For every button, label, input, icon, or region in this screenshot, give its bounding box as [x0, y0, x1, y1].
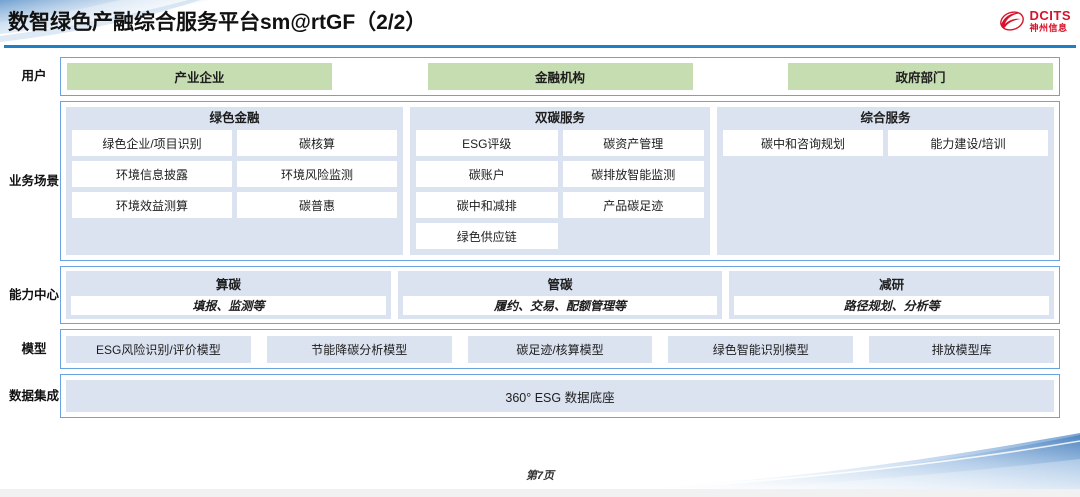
panel-items-green-finance: 绿色企业/项目识别 碳核算 环境信息披露 环境风险监测 环境效益测算 碳普惠: [72, 130, 397, 218]
scenario-cell[interactable]: 碳中和减排: [416, 192, 558, 218]
capability-subtitle: 履约、交易、配额管理等: [402, 296, 718, 315]
panel-title-dual-carbon-service: 双碳服务: [534, 111, 585, 125]
data-foundation-bar[interactable]: 360° ESG 数据底座: [66, 380, 1054, 412]
panel-items-dual-carbon-service: ESG评级 碳资产管理 碳账户 碳排放智能监测 碳中和减排 产品碳足迹 绿色供应…: [416, 130, 704, 249]
capability-subtitle: 路径规划、分析等: [734, 296, 1050, 315]
user-chip-industry[interactable]: 产业企业: [67, 63, 332, 90]
scenario-cell[interactable]: 碳中和咨询规划: [723, 130, 883, 156]
capability-panel-reduce-research[interactable]: 减研 路径规划、分析等: [729, 271, 1055, 319]
spacer: [340, 63, 420, 90]
panel-items-comprehensive-service: 碳中和咨询规划 能力建设/培训: [723, 130, 1048, 156]
row-body-users: 产业企业 金融机构 政府部门: [60, 57, 1060, 96]
bottom-strip: [0, 489, 1080, 497]
model-chip[interactable]: 节能降碳分析模型: [266, 335, 452, 363]
model-chip[interactable]: 碳足迹/核算模型: [467, 335, 653, 363]
scenario-cell[interactable]: 碳排放智能监测: [562, 161, 704, 187]
scenario-cell[interactable]: 绿色供应链: [416, 223, 558, 249]
row-body-data-integration: 360° ESG 数据底座: [60, 374, 1060, 418]
panel-green-finance: 绿色金融 绿色企业/项目识别 碳核算 环境信息披露 环境风险监测 环境效益测算 …: [66, 107, 403, 255]
scenario-cell[interactable]: 环境信息披露: [72, 161, 232, 187]
row-body-capability-center: 算碳 填报、监测等 管碳 履约、交易、配额管理等 减研 路径规划、分析等: [60, 266, 1060, 324]
spacer: [701, 63, 781, 90]
scenario-cell[interactable]: 环境效益测算: [72, 192, 232, 218]
logo-name-cn: 神州信息: [1029, 23, 1068, 33]
row-body-model: ESG风险识别/评价模型 节能降碳分析模型 碳足迹/核算模型 绿色智能识别模型 …: [60, 329, 1060, 369]
capability-panel-calculate-carbon[interactable]: 算碳 填报、监测等: [66, 271, 391, 319]
user-chip-government[interactable]: 政府部门: [788, 63, 1053, 90]
panel-dual-carbon-service: 双碳服务 ESG评级 碳资产管理 碳账户 碳排放智能监测 碳中和减排 产品碳足迹…: [410, 107, 710, 255]
panel-title-comprehensive-service: 综合服务: [860, 111, 911, 125]
scenario-cell[interactable]: 绿色企业/项目识别: [72, 130, 232, 156]
model-chip[interactable]: 绿色智能识别模型: [668, 335, 854, 363]
title-underline-rule: [4, 45, 1076, 48]
row-model: 模型 ESG风险识别/评价模型 节能降碳分析模型 碳足迹/核算模型 绿色智能识别…: [8, 329, 1060, 369]
capability-title: 管碳: [547, 278, 573, 292]
row-capability-center: 能力中心 算碳 填报、监测等 管碳 履约、交易、配额管理等 减研 路径规划、分析…: [8, 266, 1060, 324]
scenario-cell[interactable]: ESG评级: [416, 130, 558, 156]
page-number-footer: 第7页: [525, 470, 555, 482]
row-data-integration: 数据集成 360° ESG 数据底座: [8, 374, 1060, 418]
model-chip[interactable]: ESG风险识别/评价模型: [66, 335, 251, 363]
architecture-grid: 用户 产业企业 金融机构 政府部门 业务场景 绿色金融 绿色企业/项目识别 碳核…: [8, 57, 1060, 423]
logo-wordmark: DCITS 神州信息: [1030, 9, 1072, 33]
row-label-data-integration: 数据集成: [8, 388, 59, 403]
row-label-model: 模型: [21, 341, 47, 356]
row-label-capability-center: 能力中心: [8, 287, 59, 302]
scenario-cell[interactable]: 产品碳足迹: [562, 192, 704, 218]
dcits-swoosh-icon: [999, 11, 1025, 31]
scenario-cell[interactable]: 能力建设/培训: [888, 130, 1048, 156]
panel-comprehensive-service: 综合服务 碳中和咨询规划 能力建设/培训: [717, 107, 1054, 255]
scenario-cell[interactable]: 环境风险监测: [237, 161, 397, 187]
scenario-cell[interactable]: 碳资产管理: [562, 130, 704, 156]
scenario-cell[interactable]: 碳普惠: [237, 192, 397, 218]
title-bar: 数智绿色产融综合服务平台sm@rtGF（2/2）: [0, 0, 1080, 49]
row-body-business-scenario: 绿色金融 绿色企业/项目识别 碳核算 环境信息披露 环境风险监测 环境效益测算 …: [60, 101, 1060, 261]
user-chip-financial[interactable]: 金融机构: [427, 63, 693, 90]
capability-panel-manage-carbon[interactable]: 管碳 履约、交易、配额管理等: [397, 271, 723, 319]
row-label-business-scenario: 业务场景: [8, 173, 59, 188]
brand-logo: DCITS 神州信息: [999, 9, 1072, 33]
capability-title: 算碳: [215, 278, 241, 292]
panel-title-green-finance: 绿色金融: [209, 111, 260, 125]
scenario-cell[interactable]: 碳核算: [237, 130, 397, 156]
row-label-users: 用户: [21, 69, 47, 84]
capability-subtitle: 填报、监测等: [71, 296, 386, 315]
model-chip[interactable]: 排放模型库: [869, 335, 1054, 363]
scenario-cell[interactable]: 碳账户: [416, 161, 558, 187]
capability-title: 减研: [879, 278, 905, 292]
logo-name-en: DCITS: [1029, 8, 1071, 23]
row-business-scenario: 业务场景 绿色金融 绿色企业/项目识别 碳核算 环境信息披露 环境风险监测 环境…: [8, 101, 1060, 261]
row-users: 用户 产业企业 金融机构 政府部门: [8, 57, 1060, 96]
page-title: 数智绿色产融综合服务平台sm@rtGF（2/2）: [8, 11, 427, 34]
